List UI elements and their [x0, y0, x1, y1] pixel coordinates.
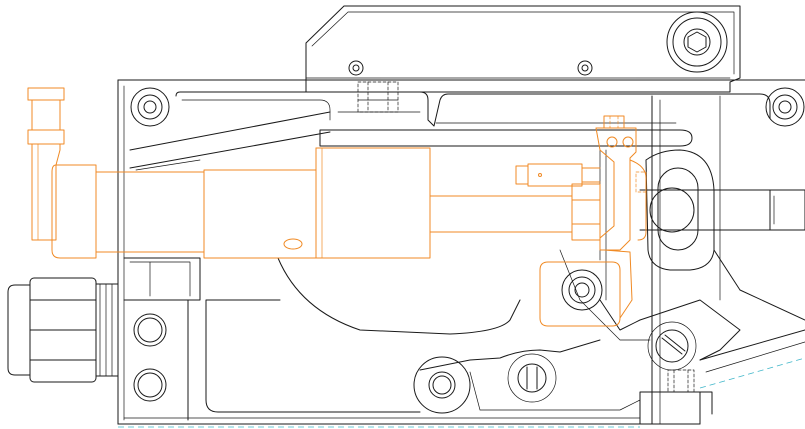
- bottom-boss-left-icon: [413, 356, 471, 414]
- main-housing: [117, 79, 805, 425]
- top-cover-plate: [305, 5, 741, 93]
- right-diagonal-3: [699, 329, 805, 361]
- right-diagonal-4: [705, 341, 805, 373]
- bracket-pin-icon: [606, 136, 618, 148]
- bracket-pin-2-icon: [622, 136, 634, 148]
- cylinder-barrel: [95, 171, 205, 253]
- slot-channel: [205, 299, 421, 413]
- rod-end-nut-icon: [571, 183, 601, 241]
- bracket-screw-head: [603, 115, 625, 129]
- dowel-pin-left-icon: [348, 60, 364, 76]
- center-wedge: [559, 249, 651, 341]
- spring-plate: [629, 159, 647, 241]
- corner-screw-left-icon: [130, 87, 170, 127]
- interior-cavity: [277, 257, 521, 335]
- right-diagonal-2: [739, 289, 805, 321]
- cylinder-main-body: [203, 147, 431, 259]
- base-hatch-line: [118, 357, 805, 428]
- cylinder-rear-cap: [51, 164, 97, 259]
- mount-hole-upper-icon: [133, 313, 167, 347]
- threaded-hole-icon: [357, 81, 399, 113]
- inner-channel-inner: [181, 99, 421, 121]
- highlighted-actuator-group: [27, 87, 647, 327]
- spring-plate-hole: [635, 171, 647, 193]
- slotted-screw-right-boss: [647, 321, 697, 371]
- slotted-screw-icon: [517, 363, 547, 393]
- bottom-rib-lower: [469, 371, 641, 411]
- dowel-pin-right-icon: [577, 60, 593, 76]
- cam-roller-icon: [649, 187, 695, 233]
- pivot-lever-arm: [603, 249, 633, 319]
- corner-screw-right-icon: [765, 87, 805, 127]
- guide-rail: [319, 129, 693, 147]
- diagonal-rail-1: [129, 111, 331, 151]
- right-diagonal-1: [713, 249, 741, 291]
- top-cover-inner-line: [311, 11, 735, 75]
- diagonal-rail-2: [129, 131, 331, 169]
- hex-socket-screw-icon: [666, 11, 728, 73]
- slotted-screw-right-icon: [655, 329, 689, 363]
- pivot-screw-icon: [561, 269, 603, 311]
- position-sensor: [515, 163, 601, 187]
- mount-hole-lower-icon: [133, 368, 167, 402]
- housing-outline-group: [7, 5, 805, 425]
- inner-channel-top: [175, 91, 771, 127]
- slotted-screw-boss: [507, 353, 557, 403]
- piston-rod: [429, 195, 573, 233]
- cable-gland: [7, 277, 119, 383]
- right-lower-bracket: [599, 299, 741, 361]
- bottom-rib: [419, 339, 601, 371]
- cam-slot: [657, 167, 699, 251]
- cylinder-port-hole: [283, 238, 303, 250]
- pivot-lever-block: [539, 261, 621, 327]
- threaded-insert-icon: [667, 369, 695, 393]
- lower-left-notch: [129, 261, 191, 297]
- diagonal-rail-3: [135, 159, 201, 171]
- bottom-right-block: [639, 391, 713, 425]
- lower-left-block: [123, 257, 201, 421]
- right-shaft-end: [769, 189, 805, 231]
- air-fitting: [27, 87, 65, 241]
